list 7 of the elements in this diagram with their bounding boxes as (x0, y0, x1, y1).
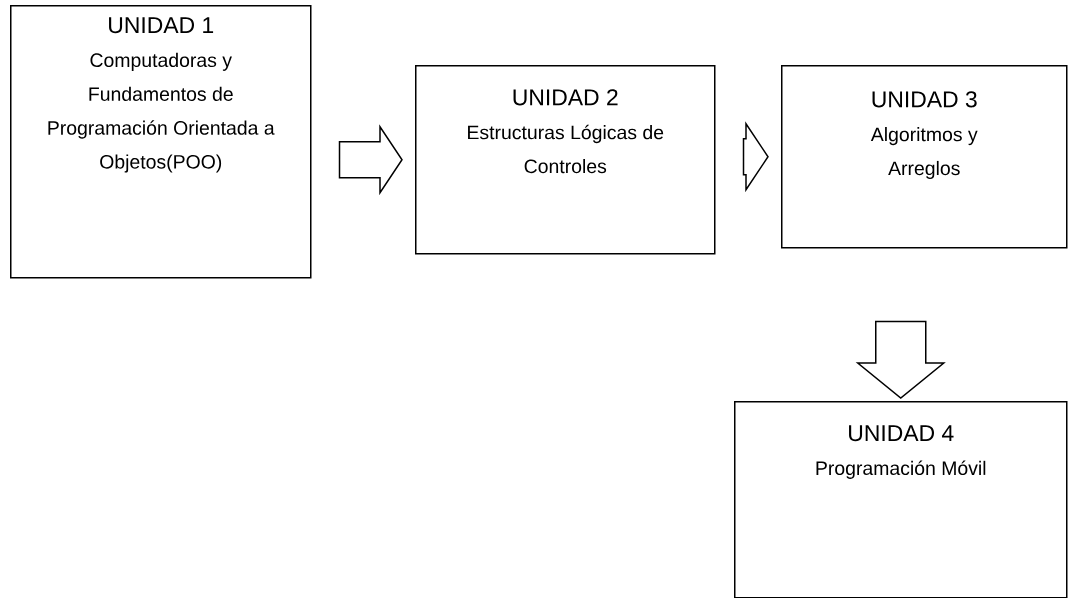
block-arrow (742, 121, 769, 193)
unit-box: UNIDAD 4 Programación Móvil (734, 401, 1068, 598)
unit-box: UNIDAD 3 Algoritmos y Arreglos (781, 65, 1068, 249)
unit-box: UNIDAD 2 Estructuras Lógicas de Controles (415, 65, 716, 255)
unit-box: UNIDAD 1 Computadoras y Fundamentos de Programación Orientada a Objetos(POO) (10, 5, 312, 279)
block-arrow (855, 320, 946, 399)
block-arrow (338, 124, 403, 196)
